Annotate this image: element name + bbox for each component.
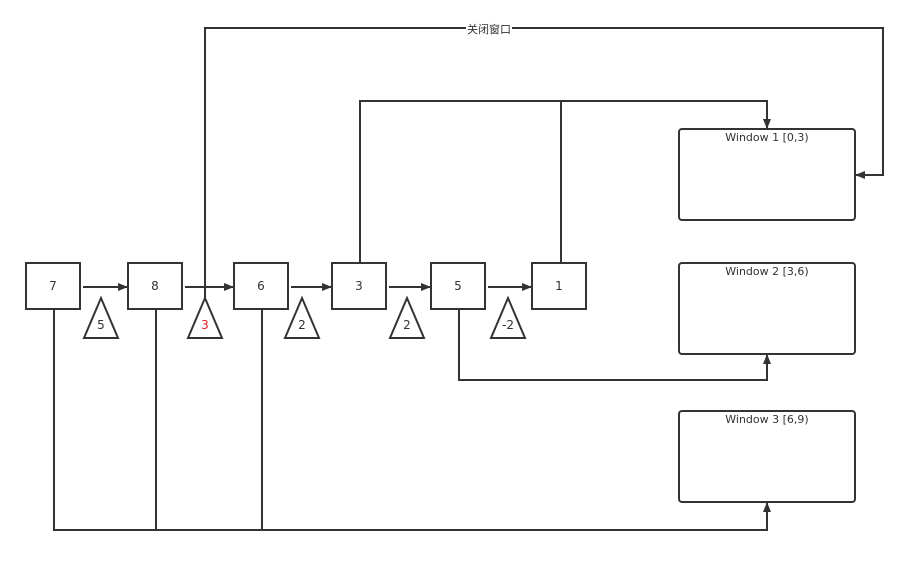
window3-line <box>53 310 771 531</box>
node-7: 7 <box>25 262 81 310</box>
node-8: 8 <box>127 262 183 310</box>
node-3: 3 <box>331 262 387 310</box>
node-6: 6 <box>233 262 289 310</box>
window-3: Window 3 [6,9) <box>678 410 856 503</box>
delta-triangle <box>388 295 426 339</box>
delta-triangle <box>82 295 120 339</box>
close-window-label: 关闭窗口 <box>466 21 512 37</box>
delta-label: 2 <box>403 318 411 332</box>
delta-triangle <box>186 295 224 339</box>
window-1-label: Window 1 [0,3) <box>725 131 809 144</box>
delta-label: 2 <box>298 318 306 332</box>
delta-triangle <box>489 295 527 339</box>
window2-line <box>458 310 771 381</box>
delta-triangle <box>283 295 321 339</box>
delta-label: 5 <box>97 318 105 332</box>
window-2: Window 2 [3,6) <box>678 262 856 355</box>
close-window-line <box>204 27 884 298</box>
window-1: Window 1 [0,3) <box>678 128 856 221</box>
window-3-label: Window 3 [6,9) <box>725 413 809 426</box>
window1-line <box>359 100 771 262</box>
node-5: 5 <box>430 262 486 310</box>
delta-label: -2 <box>502 318 514 332</box>
delta-label-highlighted: 3 <box>201 318 209 332</box>
node-1: 1 <box>531 262 587 310</box>
window-2-label: Window 2 [3,6) <box>725 265 809 278</box>
